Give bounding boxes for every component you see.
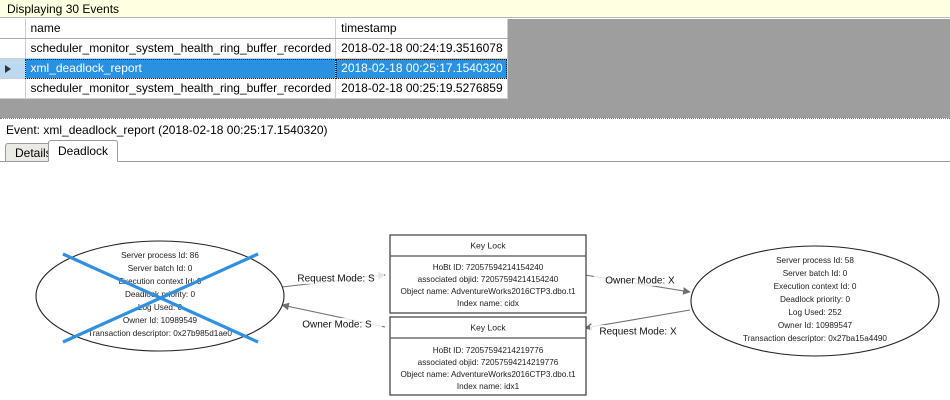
resource-node-key-lock-bottom[interactable]: Key Lock HoBt ID: 72057594214219776 asso… <box>389 316 587 396</box>
table-row[interactable]: scheduler_monitor_system_health_ring_buf… <box>0 78 508 99</box>
cell-name[interactable]: xml_deadlock_report <box>25 58 337 79</box>
process-right-line-1: Server batch Id: 0 <box>783 269 848 278</box>
process-right-line-2: Execution context Id: 0 <box>774 282 857 291</box>
process-node-left[interactable]: Server process Id: 86 Server batch Id: 0… <box>35 240 285 352</box>
edge-label-text: Owner Mode: X <box>605 276 675 287</box>
process-left-line-0: Server process Id: 86 <box>121 251 199 260</box>
lock-bottom-line-1: associated objid: 72057594214219776 <box>418 358 559 367</box>
row-selector-cell[interactable] <box>0 78 26 99</box>
lock-top-line-0: HoBt ID: 72057594214154240 <box>433 263 544 272</box>
lock-bottom-line-2: Object name: AdventureWorks2016CTP3.dbo.… <box>400 370 576 379</box>
row-pointer-icon <box>5 65 11 73</box>
process-right-line-5: Owner Id: 10989547 <box>778 321 853 330</box>
process-left-line-2: Execution context Id: 0 <box>119 277 202 286</box>
process-right-line-6: Transaction descriptor: 0x27ba15a4490 <box>743 334 887 343</box>
cell-timestamp[interactable]: 2018-02-18 00:25:17.1540320 <box>335 58 508 79</box>
tab-deadlock[interactable]: Deadlock <box>48 140 119 162</box>
edge-label-left-request-top: Request Mode: S <box>288 272 384 285</box>
row-selector-cell[interactable] <box>0 58 26 79</box>
edge-label-text: Request Mode: S <box>297 274 375 285</box>
table-row[interactable]: xml_deadlock_report 2018-02-18 00:25:17.… <box>0 58 508 79</box>
lock-bottom-line-0: HoBt ID: 72057594214219776 <box>433 346 544 355</box>
process-right-line-4: Log Used: 252 <box>788 308 842 317</box>
edge-label-top-owner-right: Owner Mode: X <box>594 274 686 287</box>
process-left-line-5: Owner Id: 10989549 <box>123 316 198 325</box>
event-header-label: Event: xml_deadlock_report (2018-02-18 0… <box>6 122 328 137</box>
cell-timestamp[interactable]: 2018-02-18 00:25:19.5276859 <box>335 78 508 99</box>
lock-top-line-2: Object name: AdventureWorks2016CTP3.dbo.… <box>400 287 576 296</box>
process-left-line-4: Log Used: 0 <box>138 303 183 312</box>
events-banner-label: Displaying 30 Events <box>7 1 120 16</box>
process-right-line-0: Server process Id: 58 <box>776 256 854 265</box>
events-banner: Displaying 30 Events <box>0 0 950 18</box>
grid-header-timestamp[interactable]: timestamp <box>335 19 508 39</box>
lock-bottom-line-3: Index name: idx1 <box>457 382 520 391</box>
edge-label-bottom-owner-left: Owner Mode: S <box>292 318 382 331</box>
cell-name[interactable]: scheduler_monitor_system_health_ring_buf… <box>25 78 337 99</box>
lock-bottom-title: Key Lock <box>470 322 506 332</box>
cell-timestamp[interactable]: 2018-02-18 00:24:19.3516078 <box>335 38 508 59</box>
grid-header-selector <box>0 19 26 39</box>
process-node-right[interactable]: Server process Id: 58 Server batch Id: 0… <box>690 245 940 357</box>
process-left-line-1: Server batch Id: 0 <box>128 264 193 273</box>
edge-label-right-request-bottom: Request Mode: X <box>590 325 686 338</box>
edge-label-text: Request Mode: X <box>599 327 677 338</box>
events-grid[interactable]: name timestamp scheduler_monitor_system_… <box>0 19 508 99</box>
row-selector-cell[interactable] <box>0 38 26 59</box>
resource-node-key-lock-top[interactable]: Key Lock HoBt ID: 72057594214154240 asso… <box>389 234 587 314</box>
process-left-line-6: Transaction descriptor: 0x27b985d1ae0 <box>88 329 232 338</box>
event-header: Event: xml_deadlock_report (2018-02-18 0… <box>0 118 950 140</box>
victim-cross-icon <box>62 252 259 344</box>
lock-top-line-1: associated objid: 72057594214154240 <box>418 275 559 284</box>
events-grid-container[interactable]: name timestamp scheduler_monitor_system_… <box>0 19 950 118</box>
lock-top-line-3: Index name: cidx <box>457 299 519 308</box>
grid-header-name[interactable]: name <box>25 19 337 39</box>
process-left-line-3: Deadlock priority: 0 <box>125 290 196 299</box>
edge-label-text: Owner Mode: S <box>302 320 372 331</box>
grid-header-row: name timestamp <box>0 19 508 39</box>
tab-strip: Details Deadlock <box>0 140 950 162</box>
deadlock-graph-panel[interactable]: Request Mode: S Owner Mode: X Owner Mode… <box>0 161 950 400</box>
lock-top-title: Key Lock <box>470 240 506 250</box>
cell-name[interactable]: scheduler_monitor_system_health_ring_buf… <box>25 38 337 59</box>
process-right-line-3: Deadlock priority: 0 <box>780 295 851 304</box>
table-row[interactable]: scheduler_monitor_system_health_ring_buf… <box>0 38 508 59</box>
